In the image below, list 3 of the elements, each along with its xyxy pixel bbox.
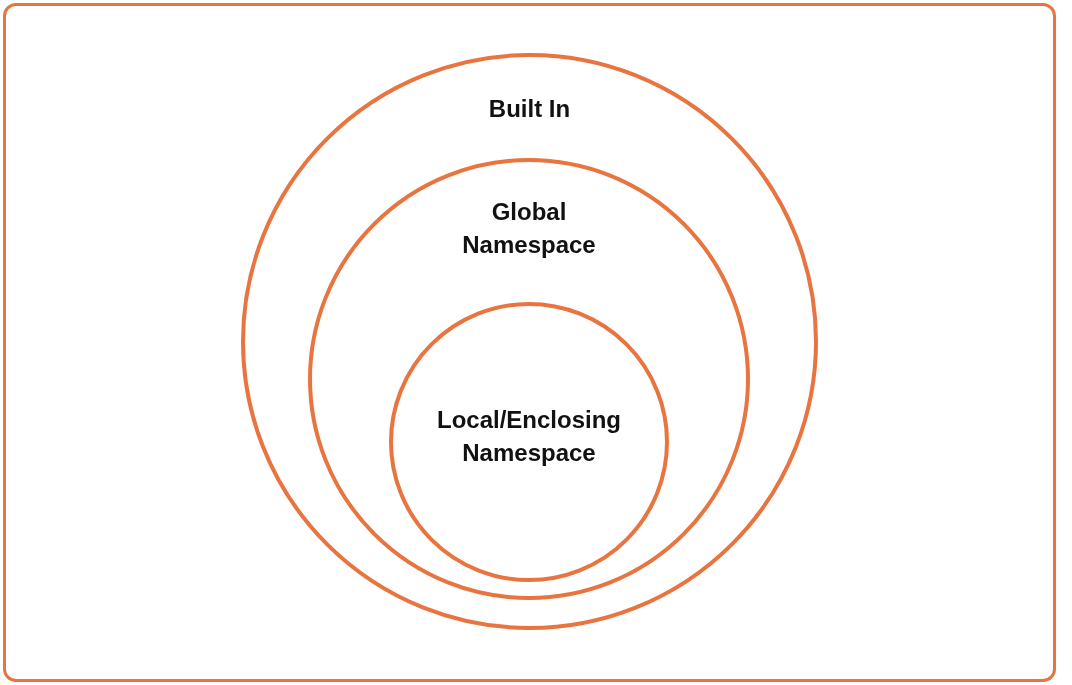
- circle-label: Local/Enclosing Namespace: [436, 405, 622, 468]
- circle-label: Built In: [488, 94, 571, 124]
- circle-label: Global Namespace: [461, 197, 597, 260]
